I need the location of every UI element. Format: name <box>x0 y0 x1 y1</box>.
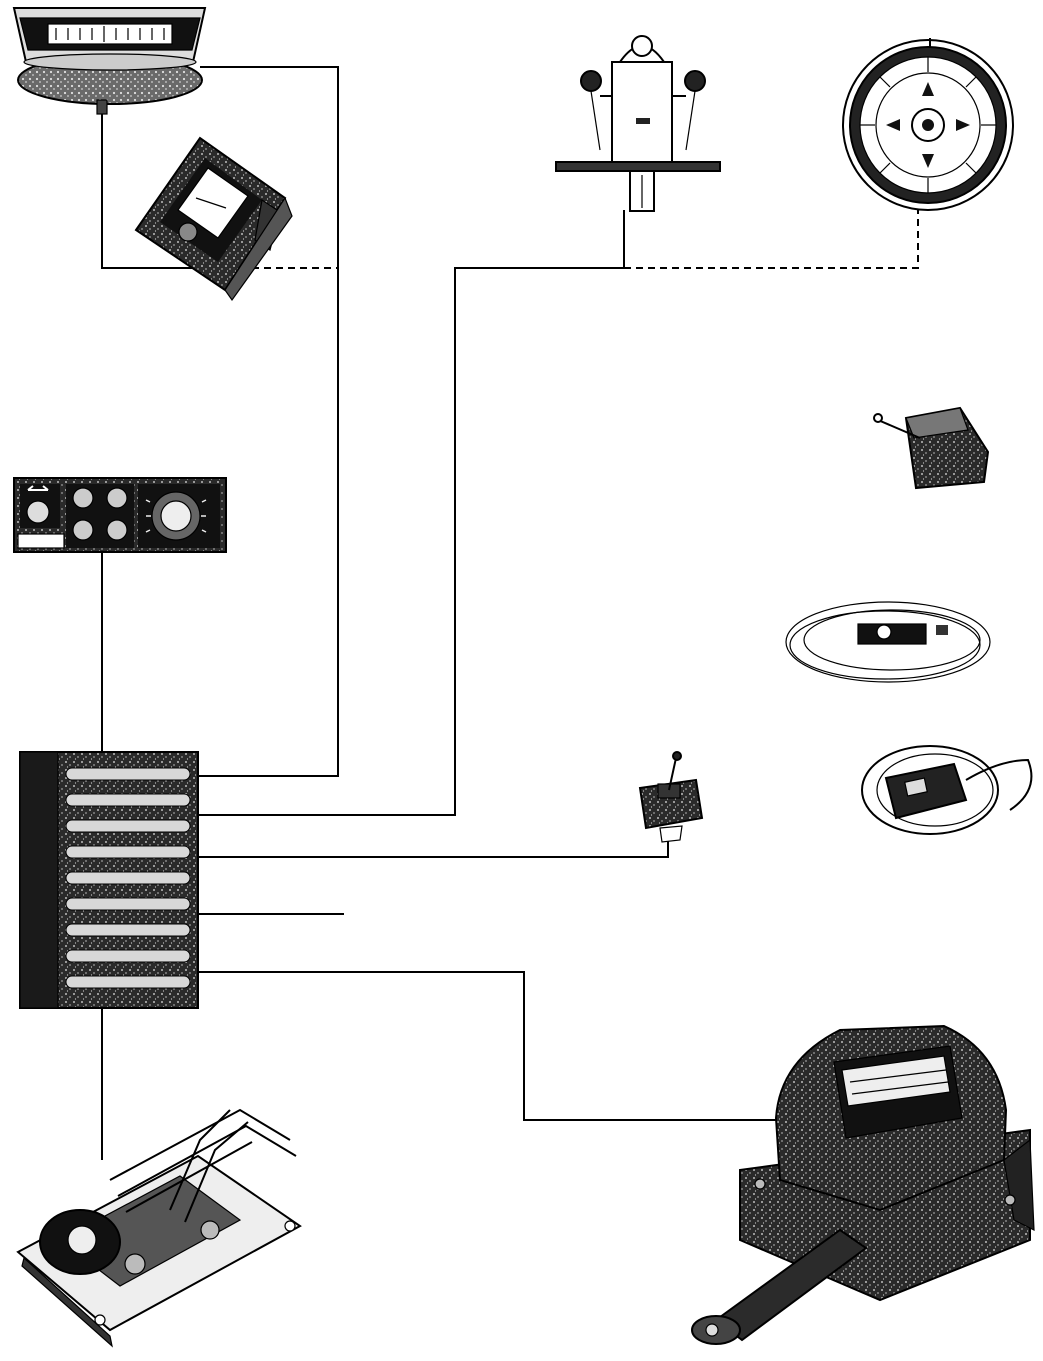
dial-indicator-icon <box>12 7 207 115</box>
lever-icon <box>873 406 990 490</box>
meter-box-icon <box>134 136 293 302</box>
cabinet-icon <box>19 751 199 1009</box>
wire-cabinet-to-feedback-unit <box>197 971 790 1121</box>
valve-icon <box>16 1108 302 1348</box>
panel-icon <box>13 477 227 553</box>
joystick-icon <box>638 751 704 843</box>
wire-cabinet-to-jog-lever <box>197 838 669 858</box>
wire-cabinet-to-steering-stand <box>197 210 625 816</box>
binnacle-icon <box>555 35 721 212</box>
wiring <box>101 66 919 1160</box>
feedback-unit-icon <box>691 1024 1035 1345</box>
wire-cabinet-to-overhead-indicator <box>197 66 339 777</box>
compass-icon <box>842 38 1014 211</box>
cable-coil-icon <box>785 601 991 683</box>
wire-steering-stand-to-compass-dashed <box>624 200 919 269</box>
handheld-control-icon <box>861 745 1033 835</box>
